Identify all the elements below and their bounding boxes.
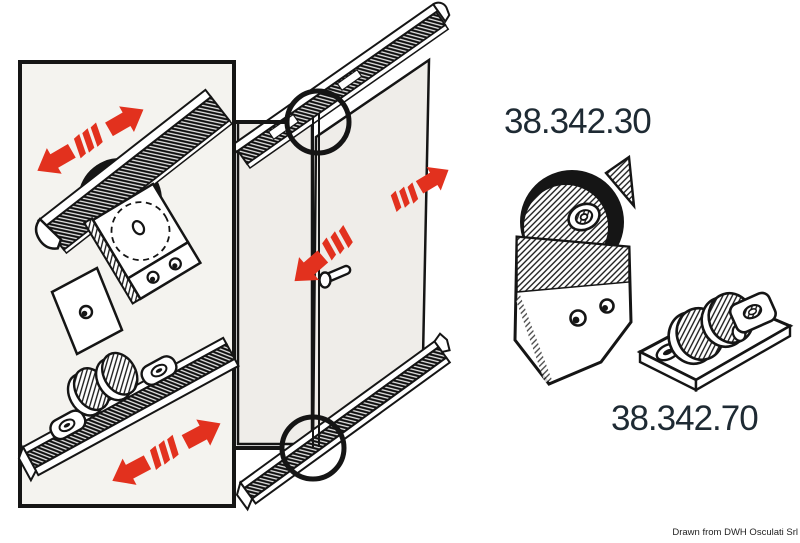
inset-bottom-guide-detail (17, 266, 240, 494)
inset-bottom-rail (17, 336, 240, 483)
door-panel-rear (236, 120, 314, 446)
part-number-top: 38.342.30 (504, 102, 652, 141)
sliding-door-scene (230, 1, 452, 512)
door-handle (318, 264, 352, 289)
source-caption: Drawn from DWH Osculati Srl (672, 527, 798, 538)
top-track (230, 1, 451, 170)
detail-inset-panel (17, 60, 240, 508)
part-roller-illustration (513, 154, 636, 386)
inset-top-roller-detail (29, 88, 233, 305)
part-number-bottom: 38.342.70 (611, 399, 759, 438)
part-guide-illustration (636, 291, 794, 393)
inset-top-bracket (82, 182, 203, 305)
guide-bracket (728, 291, 777, 334)
bottom-track (235, 332, 452, 512)
